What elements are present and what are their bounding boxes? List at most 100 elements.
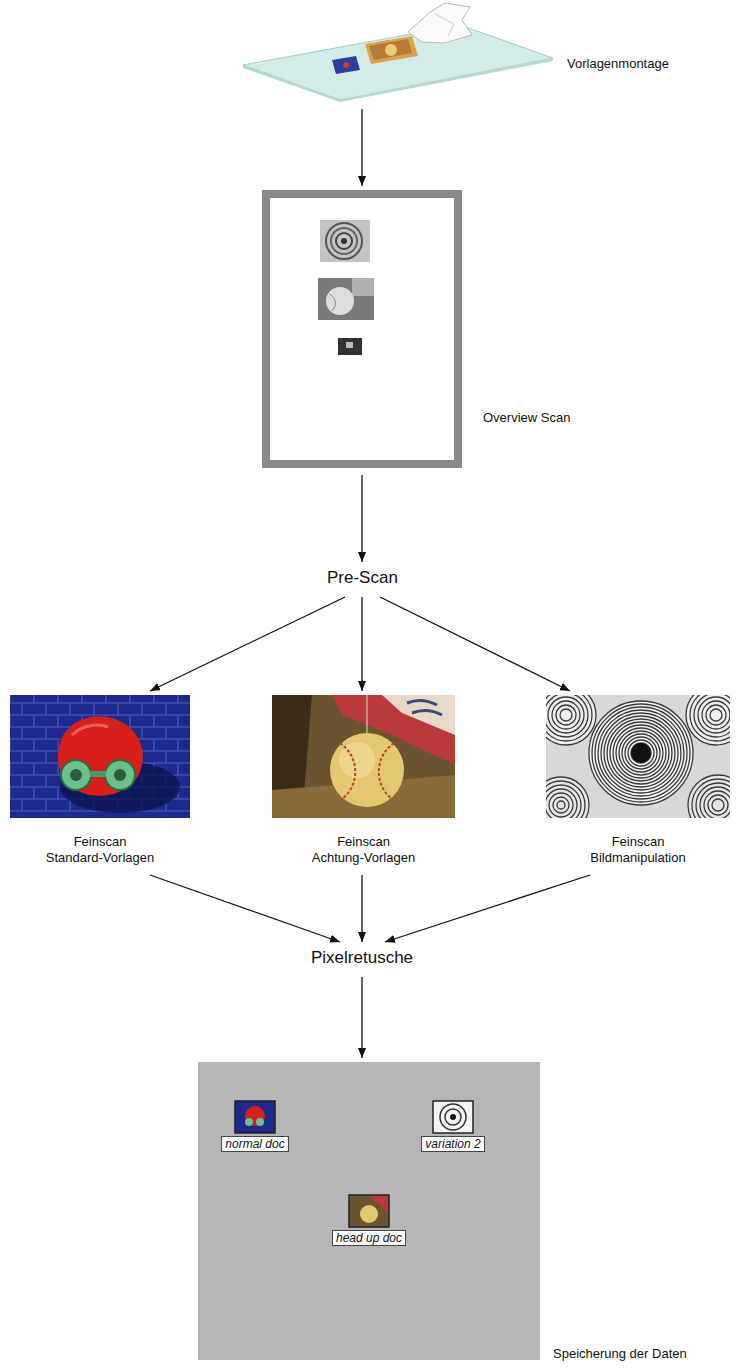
illustration-circle [595,707,687,799]
illustration-polygon [365,36,418,64]
illustration-circle [61,760,91,790]
file-icon: head up doc [314,1194,424,1250]
illustration-path [72,725,108,735]
illustration-rect [338,338,362,355]
illustration-circle [546,777,589,818]
illustration-path [407,700,442,715]
scanner-glass: Vorlagenmontage [240,2,555,102]
flow-arrow [361,597,362,691]
illustration-circle [702,701,730,729]
illustration-circle [619,731,663,775]
flow-arrow [361,977,362,1058]
illustration-circle [706,705,726,725]
illustration-circle [710,709,722,721]
flow-arrow [150,597,345,691]
illustration-rect [272,695,455,818]
file-icon: variation 2 [401,1100,505,1156]
illustration-line [45,799,47,811]
illustration-circle [631,743,651,763]
illustration-line [141,727,143,739]
illustration-line [177,739,179,751]
storage-panel: Speicherung der Datennormal docvariation… [198,1062,540,1360]
illustration-rect [198,1062,540,1360]
illustration-line [33,763,35,775]
illustration-rect [90,771,106,777]
illustration-circle [690,695,730,741]
illustration-line [177,715,179,727]
illustration-circle [704,791,730,818]
illustration-circle [341,238,347,244]
illustration-circle [245,1106,265,1126]
illustration-circle [326,223,362,259]
illustration-circle [686,695,730,745]
illustration-circle [245,1118,253,1126]
illustration-svg [240,2,555,102]
illustration-circle [440,1104,466,1130]
illustration-circle [692,779,730,818]
illustration-circle [628,740,654,766]
overview-frame: Overview Scan [262,190,462,468]
illustration-circle [607,719,675,787]
illustration-line [33,739,35,751]
illustration-line [33,695,35,703]
illustration-circle [331,228,357,254]
illustration-circle [546,695,596,745]
illustration-line [153,739,155,751]
file-name: normal doc [221,1136,288,1152]
illustration-line [57,695,59,703]
illustration-circle [686,695,730,745]
image-caption: Feinscan Bildmanipulation [590,834,686,866]
illustration-rect [346,342,353,348]
illustration-circle [616,728,666,778]
illustration-circle [548,697,584,733]
illustration-line [81,695,83,703]
illustration-circle [694,695,730,737]
illustration-circle [688,775,730,818]
illustration-line [177,763,179,775]
illustration-svg [262,190,462,468]
illustration-path [330,294,336,311]
illustration-circle [360,1205,378,1223]
illustration-polygon [243,58,553,102]
illustration-rect [266,194,458,464]
illustration-circle [546,777,589,818]
illustration-line [57,787,59,799]
illustration-line [21,703,23,715]
illustration-svg [10,695,190,818]
illustration-line [33,787,35,799]
illustration-circle [546,695,592,741]
illustration-circle [557,801,565,809]
illustration-circle [450,1114,456,1120]
illustration-path [58,716,143,796]
illustration-circle [613,725,669,781]
illustration-circle [553,797,569,813]
illustration-rect [10,695,190,818]
illustration-rect [320,220,370,262]
illustration-line [21,775,23,787]
illustration-line [177,695,179,703]
step-label: Pre-Scan [323,566,402,590]
illustration-line [57,715,59,727]
illustration-circle [712,799,724,811]
illustration-circle [552,701,580,729]
illustration-circle [385,44,397,56]
illustration-rect [433,1101,473,1133]
illustration-circle [70,769,82,781]
step-caption: Overview Scan [483,410,570,426]
step-caption: Vorlagenmontage [567,56,669,72]
illustration-line [57,739,59,751]
step-caption: Speicherung der Daten [553,1346,687,1362]
file-icon: normal doc [203,1100,307,1156]
illustration-circle [700,787,730,818]
illustration-line [10,763,11,775]
illustration-line [33,715,35,727]
image-caption: Feinscan Standard-Vorlagen [45,834,155,866]
illustration-svg [546,695,730,818]
illustration-line [45,775,47,787]
illustration-line [10,702,190,704]
illustration-circle [688,775,730,818]
illustration-line [105,695,107,703]
illustration-circle [610,722,672,784]
illustration-circle [601,713,681,793]
image-caption: Feinscan Achtung-Vorlagen [312,834,416,866]
